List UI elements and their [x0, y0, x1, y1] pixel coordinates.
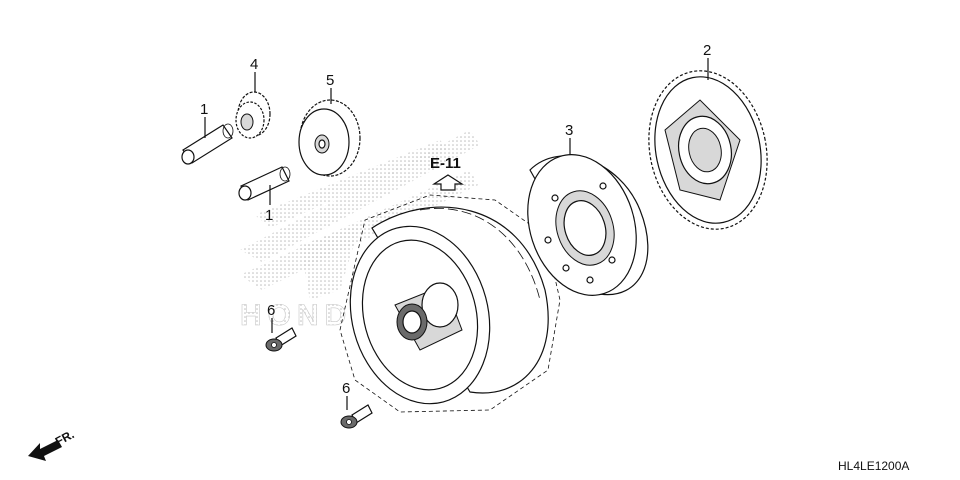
callout-clutch-outer: 3: [565, 122, 573, 139]
assembly-outline: [339, 194, 561, 413]
callout-bolt-upper: 6: [267, 302, 275, 319]
pin-lower: [238, 166, 291, 201]
bolt-lower: [340, 404, 373, 429]
clutch-outer: [527, 154, 649, 296]
flywheel-drum: [349, 206, 549, 405]
bolt-upper: [265, 327, 297, 352]
diagram-code: HL4LE1200A: [838, 459, 909, 473]
pin-upper: [181, 123, 234, 165]
callout-bolt-lower: 6: [342, 380, 350, 397]
callout-pin-lower: 1: [265, 207, 273, 224]
callout-pin-upper: 1: [200, 101, 208, 118]
gear-small: [235, 91, 271, 139]
callout-gear-idle: 5: [326, 72, 334, 89]
reference-label: E-11: [430, 155, 461, 172]
front-direction-arrow: FR.: [28, 427, 76, 461]
honda-wing-watermark: HONDA: [240, 130, 480, 332]
gear-idle: [298, 99, 361, 177]
reference-arrow: [431, 174, 465, 191]
callout-gear-small: 4: [250, 56, 258, 73]
driven-gear: [648, 70, 768, 230]
callout-driven-gear: 2: [703, 42, 711, 59]
